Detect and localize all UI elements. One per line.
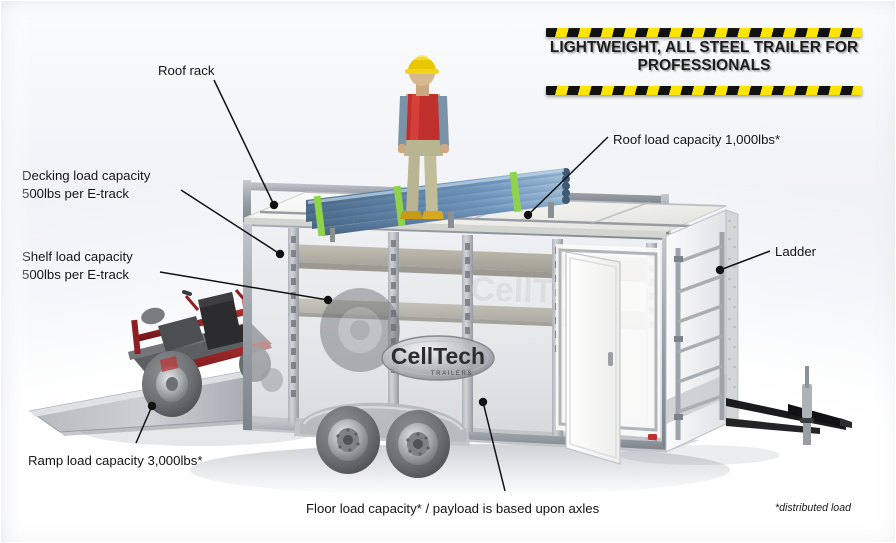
footnote: *distributed load — [775, 502, 851, 514]
callout-label-decking: Decking load capacity 500lbs per E-track — [22, 168, 151, 201]
wheel-rear — [386, 410, 450, 478]
banner: LIGHTWEIGHT, ALL STEEL TRAILER FOR PROFE… — [543, 26, 865, 96]
side-door — [565, 251, 621, 465]
marker-light — [648, 434, 657, 440]
logo-primary-text: CellTech — [391, 343, 485, 369]
trailer-running-gear — [294, 402, 470, 478]
hazard-stripe-bottom — [546, 86, 862, 95]
callout-label-roof-rack: Roof rack — [158, 63, 215, 78]
wheel-front — [316, 406, 380, 474]
jack-post — [802, 384, 812, 418]
worker-figure — [398, 55, 449, 219]
trailer-tongue — [726, 366, 852, 445]
hazard-stripe-top — [546, 28, 862, 37]
callout-label-ladder: Ladder — [775, 244, 817, 259]
logo-secondary-text: TRAILERS — [431, 371, 473, 377]
callout-label-ramp-load: Ramp load capacity 3,000lbs* — [28, 453, 203, 468]
mower-wheel — [142, 351, 202, 417]
callout-label-floor-load: Floor load capacity* / payload is based … — [306, 501, 600, 516]
rear-ladder — [674, 232, 725, 440]
door-handle — [608, 352, 613, 366]
trailer-rear — [556, 209, 739, 465]
banner-title: LIGHTWEIGHT, ALL STEEL TRAILER FOR PROFE… — [549, 39, 859, 75]
celltech-logo: CellTech TRAILERS — [381, 335, 495, 381]
callout-label-shelf: Shelf load capacity 500lbs per E-track — [22, 249, 133, 282]
coupler — [840, 418, 852, 428]
callout-label-roof-load: Roof load capacity 1,000lbs* — [613, 132, 781, 147]
